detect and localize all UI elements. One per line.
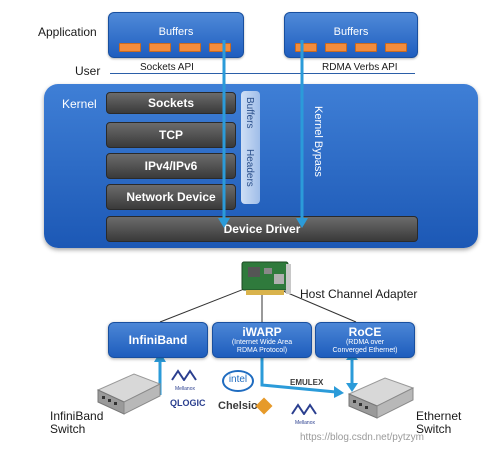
buffer-chip: [119, 43, 141, 52]
ethernet-switch-icon: [347, 377, 415, 419]
buffers-left-title: Buffers: [158, 26, 194, 38]
transport-roce: RoCE (RDMA over Converged Ethernet): [315, 322, 415, 358]
layer-sockets: Sockets: [106, 92, 236, 114]
transport-roce-sub: (RDMA over Converged Ethernet): [332, 339, 398, 354]
side-headers-label: Headers: [244, 149, 255, 187]
iwarp-arrow: [260, 356, 337, 394]
roce-arrowhead-down: [346, 383, 358, 392]
chelsio-logo: Chelsio: [218, 400, 258, 412]
buffers-right-title: Buffers: [333, 26, 369, 38]
iwarp-arrowhead: [334, 386, 344, 398]
user-label: User: [75, 64, 101, 78]
sockets-api-label: Sockets API: [140, 62, 194, 73]
emulex-logo: EMULEX: [290, 378, 324, 387]
layer-ip: IPv4/IPv6: [106, 153, 236, 179]
layer-tcp: TCP: [106, 122, 236, 148]
bypass-arrowhead: [296, 218, 308, 228]
kernel-bypass-label: Kernel Bypass: [312, 106, 324, 177]
infiniband-switch-label: InfiniBand Switch: [50, 409, 104, 436]
buffer-chip: [325, 43, 347, 52]
buffer-chip: [179, 43, 201, 52]
transport-iwarp: iWARP (Internet Wide Area RDMA Protocol): [212, 322, 312, 358]
intel-logo: intel: [222, 370, 254, 392]
mellanox-logo: Mellanox: [170, 368, 200, 392]
adapter-card-graphic: [241, 261, 291, 295]
kernel-side-bar: Buffers Headers: [241, 91, 260, 204]
application-buffers-left: Buffers: [108, 12, 244, 58]
device-driver: Device Driver: [106, 216, 418, 242]
application-label: Application: [38, 25, 97, 39]
buffer-chip: [209, 43, 231, 52]
mellanox-logo-2-text: Mellanox: [294, 420, 315, 426]
buffer-chip: [295, 43, 317, 52]
transport-roce-title: RoCE: [348, 325, 382, 339]
rdma-verbs-api-label: RDMA Verbs API: [322, 62, 398, 73]
buffer-chip: [355, 43, 377, 52]
mellanox-logo-text: Mellanox: [174, 386, 195, 392]
host-channel-adapter-label: Host Channel Adapter: [300, 287, 418, 301]
side-buffers-label: Buffers: [244, 97, 255, 129]
transport-iwarp-sub: (Internet Wide Area RDMA Protocol): [231, 339, 293, 354]
layer-network-device: Network Device: [106, 184, 236, 210]
application-buffers-right: Buffers: [284, 12, 418, 58]
watermark: https://blog.csdn.net/pytzym: [300, 432, 424, 443]
sockets-path-arrowhead: [218, 218, 230, 228]
ethernet-switch-label: Ethernet Switch: [416, 409, 462, 436]
intel-logo-text: intel: [228, 374, 248, 385]
infiniband-switch-icon: [96, 373, 162, 415]
qlogic-logo: QLOGIC: [170, 398, 206, 408]
transport-infiniband: InfiniBand: [108, 322, 208, 358]
buffer-chip: [385, 43, 407, 52]
buffer-chip: [149, 43, 171, 52]
user-kernel-separator: [110, 73, 415, 74]
kernel-label: Kernel: [62, 97, 97, 111]
transport-infiniband-title: InfiniBand: [128, 333, 188, 347]
mellanox-logo-2: Mellanox: [290, 402, 320, 426]
transport-iwarp-title: iWARP: [242, 325, 282, 339]
